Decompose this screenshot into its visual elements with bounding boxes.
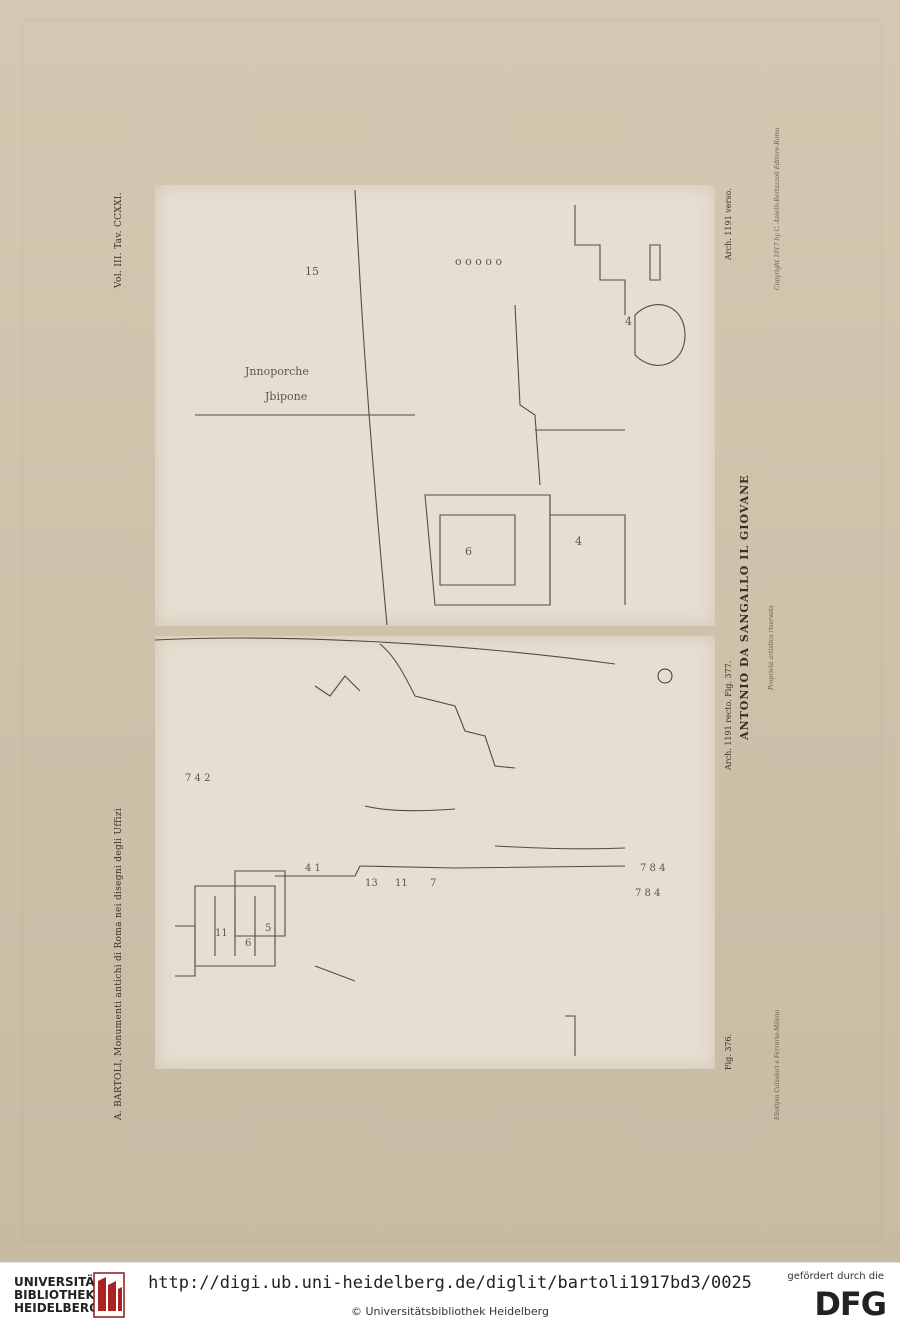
rights-note: Proprietà artistica riservata	[768, 605, 775, 690]
plate-title: ANTONIO DA SANGALLO IL GIOVANE	[738, 474, 751, 740]
drawing-verso: Jnnoporche Jbipone 4 6 4 o o o o o 15	[155, 185, 715, 626]
uni-logo-text[interactable]: UNIVERSITÄTS- BIBLIOTHEK HEIDELBERG	[14, 1276, 116, 1315]
svg-text:4: 4	[575, 535, 582, 548]
copyright-note: Copyright 1917 by C. Anielli-Bertazzoli …	[774, 127, 781, 290]
svg-text:13: 13	[365, 878, 378, 889]
svg-text:7 4 2: 7 4 2	[185, 773, 210, 784]
drawing-recto-sketch: 13 11 7 5 6 11 7 8 4 7 8 4 7 4 2 4 1	[155, 637, 673, 1056]
svg-text:6: 6	[465, 545, 472, 558]
uni-name-line-2: BIBLIOTHEK	[14, 1288, 95, 1302]
svg-text:Jbipone: Jbipone	[264, 390, 307, 403]
svg-text:7: 7	[430, 878, 436, 889]
svg-text:5: 5	[265, 923, 271, 934]
fig-376-label: Fig. 376.	[724, 1033, 733, 1070]
funded-by-label: gefördert durch die	[787, 1271, 884, 1282]
uni-name-line-1: UNIVERSITÄTS-	[14, 1275, 116, 1289]
svg-text:Jnnoporche: Jnnoporche	[244, 365, 309, 378]
svg-text:11: 11	[215, 928, 228, 939]
caption-verso: Arch. 1191 verso.	[724, 188, 733, 260]
drawing-recto: 13 11 7 5 6 11 7 8 4 7 8 4 7 4 2 4 1	[155, 636, 715, 1069]
svg-text:4: 4	[625, 315, 632, 328]
svg-text:o o o o o: o o o o o	[455, 255, 502, 268]
footer-bar: UNIVERSITÄTS- BIBLIOTHEK HEIDELBERG http…	[0, 1262, 900, 1328]
svg-text:6: 6	[245, 938, 251, 949]
plate-header-right: Vol. III. Tav. CCXXI.	[114, 192, 124, 288]
uni-seal-icon	[93, 1272, 125, 1318]
svg-text:4 1: 4 1	[305, 863, 321, 874]
permalink-url[interactable]: http://digi.ub.uni-heidelberg.de/diglit/…	[148, 1273, 752, 1293]
caption-recto: Arch. 1191 recto. Fig. 377.	[724, 660, 733, 770]
svg-text:11: 11	[395, 878, 408, 889]
plate-border	[22, 20, 882, 1242]
svg-text:15: 15	[305, 265, 319, 278]
footer-copyright: © Universitätsbibliothek Heidelberg	[350, 1305, 549, 1318]
dfg-logo[interactable]: DFG	[814, 1285, 887, 1323]
drawing-verso-sketch: Jnnoporche Jbipone 4 6 4 o o o o o 15	[195, 189, 686, 626]
uni-name-line-3: HEIDELBERG	[14, 1301, 99, 1315]
svg-text:7 8 4: 7 8 4	[640, 863, 665, 874]
printer-note: Eliotipia Calzolari e Ferrario-Milano	[774, 1009, 781, 1120]
plate-header-left: A. BARTOLI, Monumenti antichi di Roma ne…	[114, 807, 124, 1120]
svg-text:7 8 4: 7 8 4	[635, 888, 660, 899]
plate-page: 13 11 7 5 6 11 7 8 4 7 8 4 7 4 2 4 1	[0, 0, 900, 1262]
